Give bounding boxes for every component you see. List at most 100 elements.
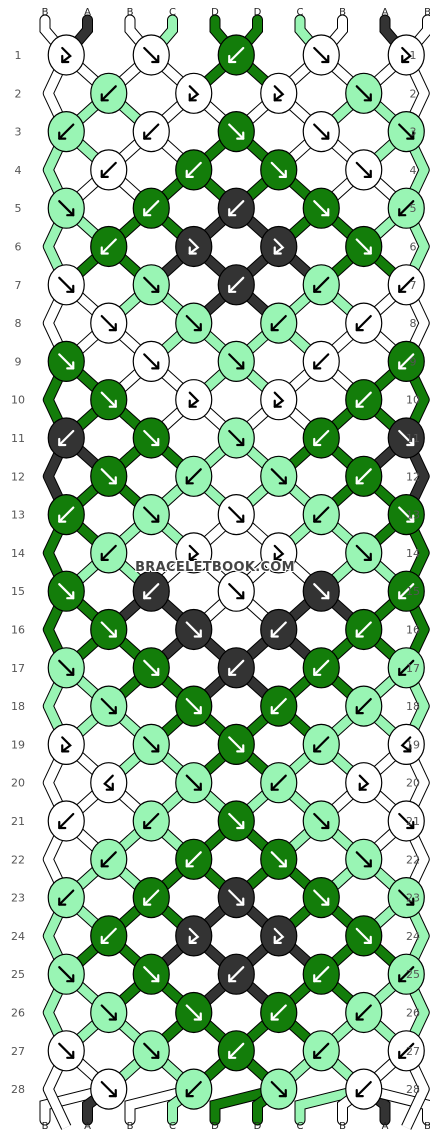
arrow-head [406, 820, 415, 830]
arrow-se-icon [58, 200, 75, 217]
row-number-left: 21 [11, 815, 25, 828]
row-number-right: 19 [406, 738, 420, 751]
arrow-sw-icon [398, 353, 415, 370]
arrow-se-icon [143, 353, 160, 370]
arrow-nb-icon [273, 391, 285, 408]
arrow-shaft [270, 851, 287, 868]
row-number-left: 26 [11, 1007, 25, 1020]
arrow-shaft [313, 506, 330, 523]
arrow-head [273, 935, 282, 944]
arrow-head [355, 323, 364, 332]
row-number-right: 2 [410, 87, 417, 100]
arrow-sw-icon [228, 966, 245, 983]
arrow-shaft [185, 698, 202, 715]
arrow-shaft [398, 583, 415, 600]
knot-A [175, 225, 213, 268]
arrow-se-icon [185, 315, 202, 332]
arrow-head [403, 744, 412, 753]
arrow-shaft [188, 85, 200, 102]
row-number-left: 5 [15, 202, 22, 215]
arrow-head [313, 284, 322, 293]
arrow-shaft [100, 621, 117, 638]
arrow-head [321, 820, 330, 830]
arrow-se-icon [143, 429, 160, 447]
arrow-sw-icon [100, 161, 117, 178]
arrow-sw-icon [228, 46, 245, 64]
bottom-string-label: B [127, 1121, 134, 1132]
arrow-sw-icon [58, 889, 75, 906]
arrow-shaft [228, 353, 245, 370]
arrow-sw-icon [355, 1004, 372, 1021]
arrow-sw-icon [398, 659, 415, 676]
arrow-shaft [355, 468, 372, 485]
arrow-shaft [313, 889, 330, 906]
arrow-shaft [398, 276, 415, 293]
arrow-head [313, 974, 322, 983]
arrow-head [363, 93, 372, 102]
arrow-sw-icon [355, 1081, 372, 1098]
arrow-se-icon [270, 468, 287, 485]
arrow-sw-icon [313, 1042, 330, 1059]
arrow-se-icon [228, 889, 245, 906]
arrow-shaft [398, 200, 415, 217]
arrow-nb-icon [358, 774, 370, 791]
arrow-shaft [313, 123, 330, 140]
arrow-se-icon [100, 315, 117, 332]
arrow-head [278, 1089, 287, 1098]
arrow-shaft [143, 429, 160, 447]
bottom-string-label: A [84, 1121, 91, 1132]
top-string-label: D [211, 7, 219, 18]
arrow-head [313, 437, 322, 447]
row-number-left: 3 [15, 126, 22, 139]
row-number-left: 20 [11, 777, 25, 790]
arrow-shaft [100, 927, 117, 944]
arrow-shaft [188, 238, 200, 255]
arrow-se-icon [100, 391, 117, 408]
arrow-shaft [273, 391, 285, 408]
arrow-head [66, 667, 75, 676]
arrow-head [151, 667, 160, 676]
arrow-head [151, 514, 160, 523]
arrow-shaft [313, 659, 330, 676]
row-number-right: 22 [406, 853, 420, 866]
arrow-head [270, 323, 279, 332]
arrow-head [273, 93, 282, 102]
knot-B [387, 723, 425, 766]
arrow-head [273, 246, 282, 255]
arrow-head [270, 629, 279, 638]
row-number-right: 15 [406, 585, 420, 598]
row-number-left: 11 [11, 432, 25, 445]
arrow-shaft [228, 1042, 245, 1059]
row-number-right: 14 [406, 547, 420, 560]
arrow-shaft [143, 812, 160, 830]
arrow-shaft [228, 889, 245, 906]
arrow-head [185, 859, 194, 868]
arrow-shaft [398, 429, 415, 447]
arrow-se-icon [355, 544, 372, 561]
arrow-sw-icon [143, 583, 160, 600]
arrow-shaft [185, 621, 202, 638]
arrow-head [363, 246, 372, 255]
arrow-sw-icon [143, 812, 160, 830]
arrow-head [188, 935, 197, 944]
row-number-right: 17 [406, 662, 420, 675]
row-number-left: 7 [15, 279, 22, 292]
bottom-string [40, 1084, 114, 1125]
arrow-head [151, 361, 160, 370]
arrow-shaft [100, 315, 117, 332]
arrow-shaft [185, 468, 202, 485]
arrow-shaft [401, 46, 412, 64]
arrow-se-icon [143, 736, 160, 753]
arrow-se-icon [58, 276, 75, 293]
arrow-shaft [398, 1042, 415, 1059]
arrow-head [270, 1012, 279, 1021]
arrow-head [193, 323, 202, 332]
arrow-sw-icon [100, 851, 117, 868]
arrow-shaft [313, 353, 330, 370]
top-string-label: B [424, 7, 430, 18]
row-number-left: 18 [11, 700, 25, 713]
arrow-nf-icon [400, 736, 412, 753]
arrow-shaft [398, 889, 415, 906]
arrow-se-icon [185, 1004, 202, 1021]
arrow-head [355, 629, 364, 638]
